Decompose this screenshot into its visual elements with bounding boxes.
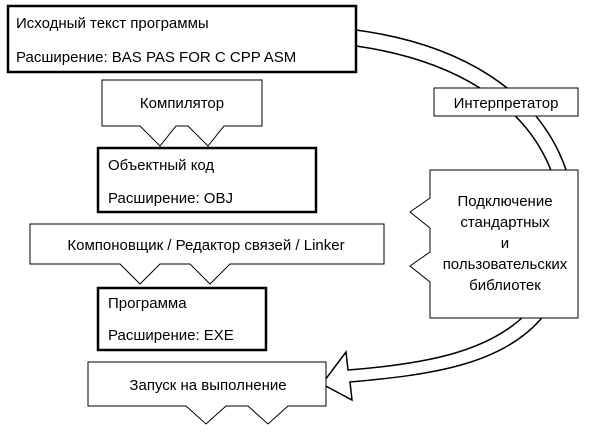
linker-arrow-shape [29,223,385,285]
source-box-frame [6,4,358,74]
source-title: Исходный текст программы [16,15,209,32]
run-label: Запуск на выполнение [129,377,286,394]
object-box-frame [96,146,318,214]
libraries-line-2: стандартных [460,214,550,231]
run-arrow: Запуск на выполнение [87,361,327,425]
interpreter-label: Интерпретатор [454,95,559,112]
source-box: Исходный текст программы Расширение: BAS… [6,4,358,74]
object-title: Объектный код [108,157,214,174]
interpreter-box-frame [433,87,579,117]
program-title: Программа [108,295,187,312]
libraries-line-5: библиотек [469,277,541,294]
source-extension: Расширение: BAS PAS FOR C CPP ASM [16,49,296,66]
program-extension: Расширение: EXE [108,327,234,344]
linker-label: Компоновщик / Редактор связей / Linker [67,237,344,254]
libraries-line-1: Подключение [457,193,552,210]
object-extension: Расширение: OBJ [108,190,233,207]
compiler-arrow-shape [101,79,263,147]
program-box-frame [96,286,268,352]
compiler-arrow: Компилятор [101,79,263,147]
libraries-line-3: и [501,235,509,252]
interpreter-box: Интерпретатор [433,87,579,117]
linker-arrow: Компоновщик / Редактор связей / Linker [29,223,385,285]
object-box: Объектный код Расширение: OBJ [96,146,318,214]
libraries-box: Подключение стандартных и пользовательск… [409,169,579,319]
compiler-label: Компилятор [140,95,224,112]
run-arrow-shape [87,361,327,425]
program-box: Программа Расширение: EXE [96,286,268,352]
libraries-line-4: пользовательских [443,256,568,273]
libraries-arrow-shape [409,169,579,319]
